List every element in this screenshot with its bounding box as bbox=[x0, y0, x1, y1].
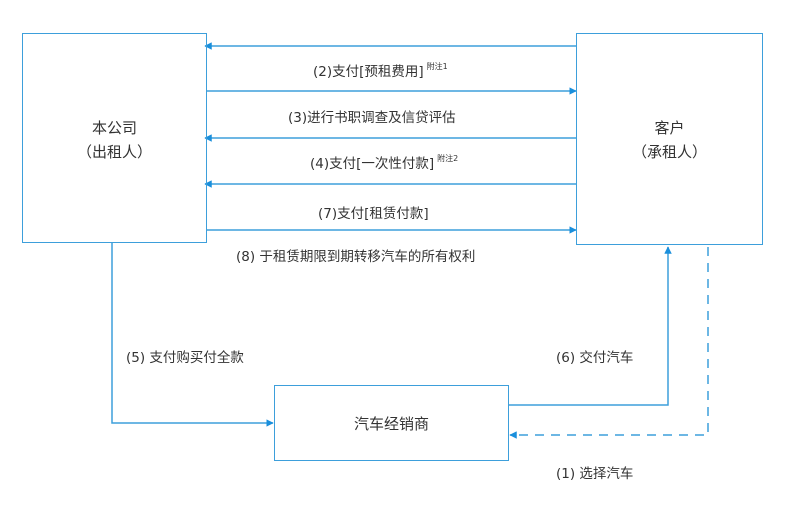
customer-title: 客户 bbox=[654, 119, 685, 137]
customer-box: 客户 （承租人） bbox=[576, 33, 763, 245]
flow-7-label: (7)支付[租赁付款] bbox=[318, 206, 429, 222]
company-box: 本公司 （出租人） bbox=[22, 33, 207, 243]
flow-6-label: (6) 交付汽车 bbox=[556, 350, 634, 366]
company-role: （出租人） bbox=[76, 143, 152, 161]
flow-2-label: (2)支付[预租费用]附注1 bbox=[313, 62, 448, 80]
flow-1-label: (1) 选择汽车 bbox=[556, 466, 634, 482]
arrow-flow-5 bbox=[111, 243, 274, 427]
dealer-box: 汽车经销商 bbox=[274, 385, 509, 461]
flow-4-label: (4)支付[一次性付款]附注2 bbox=[310, 154, 459, 172]
flow-2-note: 附注1 bbox=[426, 62, 448, 71]
flow-8-label: (8) 于租赁期限到期转移汽车的所有权利 bbox=[236, 249, 476, 265]
company-title: 本公司 bbox=[91, 119, 137, 137]
flow-5-label: (5) 支付购买付全款 bbox=[126, 350, 244, 366]
arrow-flow-6 bbox=[508, 246, 672, 406]
customer-role: （承租人） bbox=[631, 143, 707, 161]
flow-3-label: (3)进行书职调查及信贷评估 bbox=[288, 110, 456, 126]
dealer-title: 汽车经销商 bbox=[353, 415, 429, 433]
arrow-flow-1 bbox=[509, 247, 709, 439]
flow-4-note: 附注2 bbox=[437, 154, 459, 163]
